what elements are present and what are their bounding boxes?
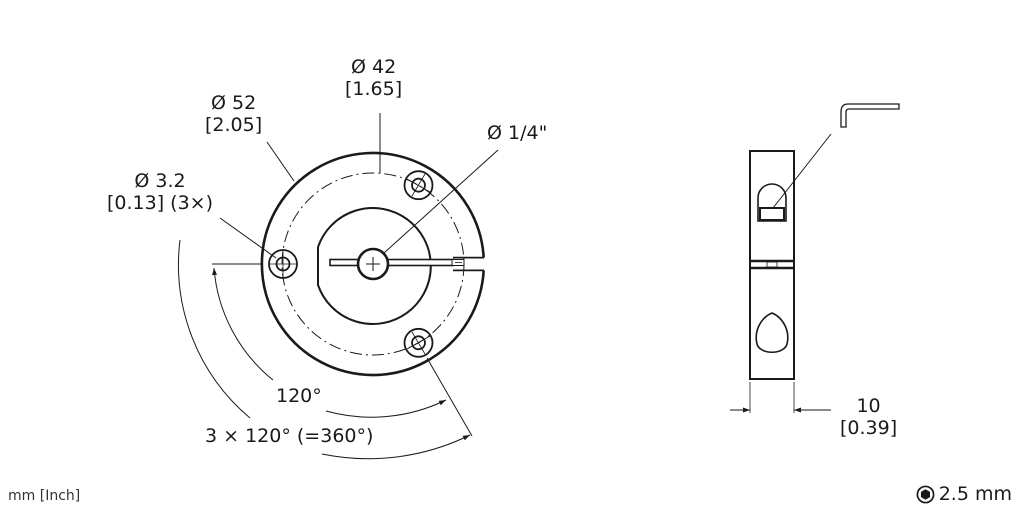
mounting-holes-label: Ø 3.2 [0.13] (3×) — [107, 170, 213, 214]
dim-primary: Ø 42 — [350, 56, 397, 78]
thickness-label: 10 [0.39] — [840, 395, 897, 439]
dim-secondary: [0.39] — [840, 417, 898, 439]
outer-diameter-label: Ø 52 [2.05] — [205, 92, 262, 136]
bolt-circle-label: Ø 42 [1.65] — [345, 56, 402, 100]
dim-secondary: [2.05] — [205, 114, 263, 136]
mounting-hole-bottom — [403, 327, 434, 358]
front-view — [177, 113, 499, 460]
dim-primary: Ø 52 — [210, 92, 257, 114]
tool-size: 2.5 mm — [916, 483, 1012, 505]
tool-size-label: 2.5 mm — [938, 483, 1012, 505]
dim-secondary: [1.65] — [345, 78, 403, 100]
dim-primary: Ø 1/4" — [487, 122, 548, 144]
dim-primary: Ø 3.2 — [134, 170, 186, 192]
hex-key-icon — [840, 103, 900, 128]
dim-primary: 10 — [856, 395, 881, 417]
dim-secondary: [0.13] (3×) — [107, 192, 214, 214]
hex-key-icon — [916, 485, 935, 503]
bore-diameter-label: Ø 1/4" — [487, 122, 547, 144]
angle-single-label: 120° — [276, 385, 322, 407]
mounting-hole-top — [403, 170, 434, 201]
inner-recess — [317, 207, 432, 325]
units-label: mm [Inch] — [8, 488, 81, 504]
mounting-hole-left — [268, 249, 298, 279]
angle-total-label: 3 × 120° (=360°) — [205, 425, 374, 447]
side-view — [730, 103, 900, 413]
